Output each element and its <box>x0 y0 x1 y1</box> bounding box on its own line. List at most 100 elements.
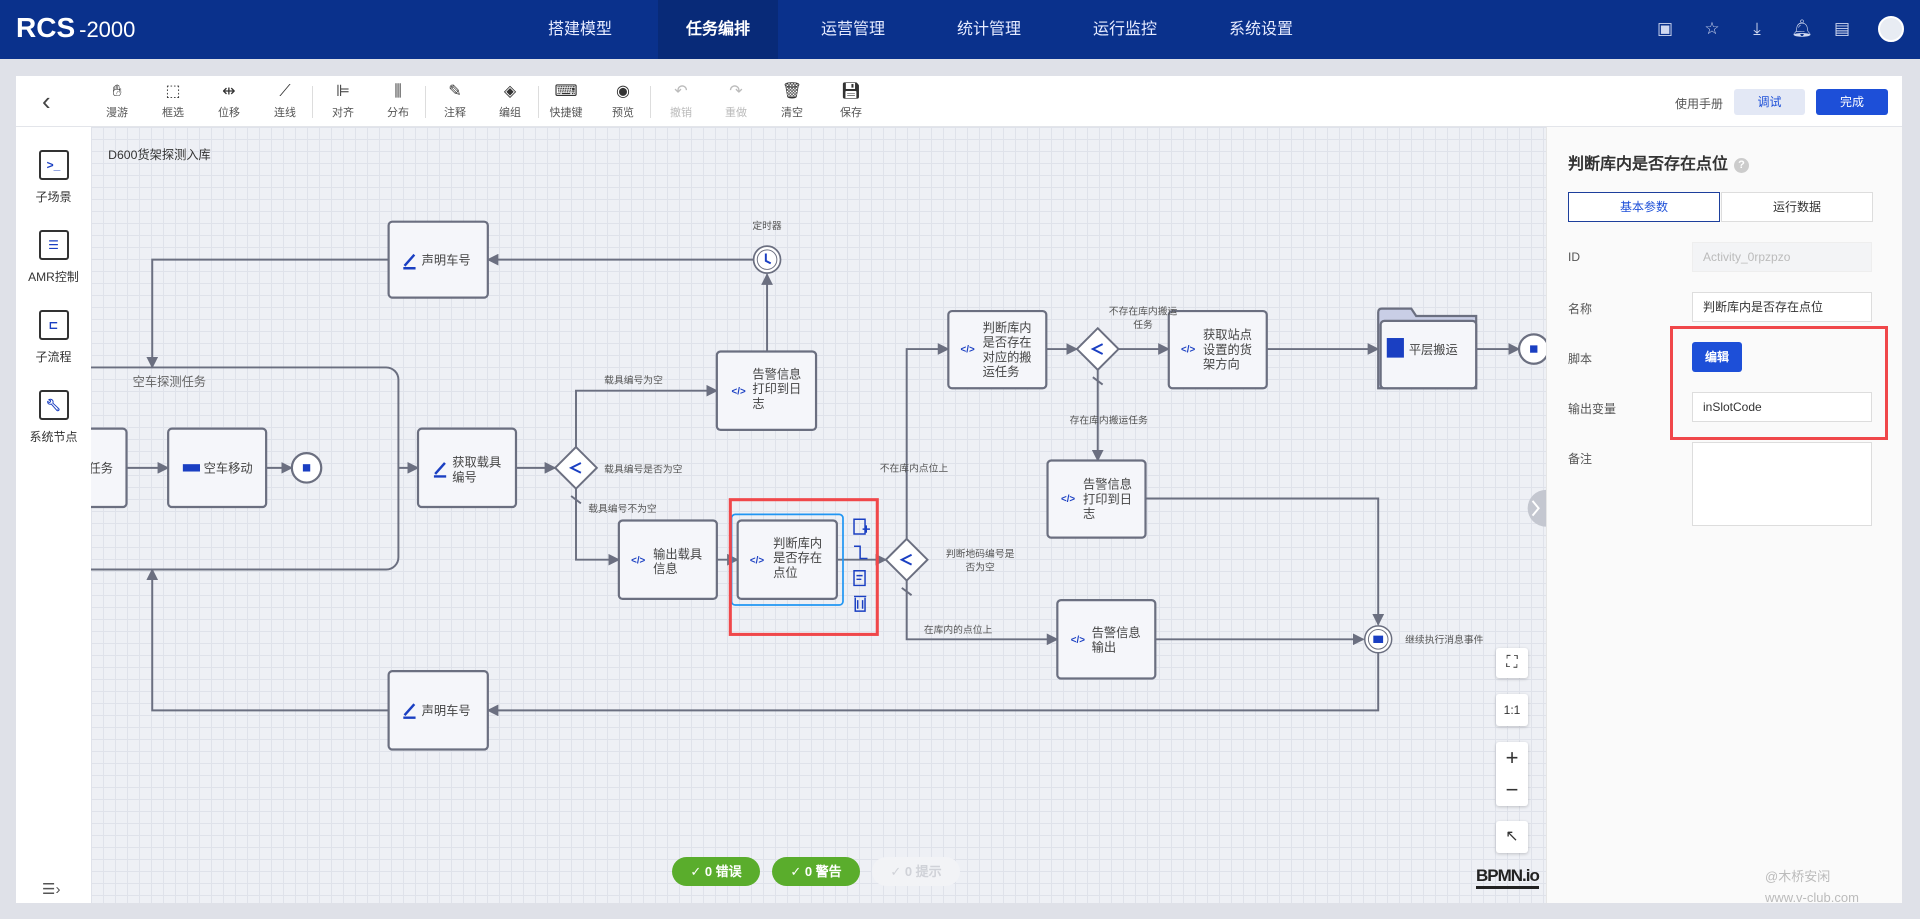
divider <box>538 86 539 118</box>
save-icon: 💾︎ <box>840 83 862 100</box>
shelf-icon <box>1386 338 1404 358</box>
name-field[interactable]: 判断库内是否存在点位 <box>1692 292 1872 322</box>
done-button[interactable]: 完成 <box>1816 89 1888 115</box>
task-output-carrier[interactable] <box>617 519 718 600</box>
svg-text:</>: </> <box>1071 635 1085 646</box>
task-get-direction[interactable] <box>1167 309 1268 390</box>
remark-textarea[interactable] <box>1692 442 1872 526</box>
timer-label: 定时器 <box>752 219 782 232</box>
panel-title: 判断库内是否存在点位? <box>1568 150 1750 174</box>
monitor-icon[interactable]: ▣ <box>1656 19 1674 38</box>
tool-move[interactable]: ⇹位移 <box>204 82 254 120</box>
nav-item-operations[interactable]: 运营管理 <box>820 21 885 38</box>
tool-preview[interactable]: ◉预览 <box>598 82 648 120</box>
task-check-transport[interactable] <box>947 309 1048 390</box>
tab-basic-params[interactable]: 基本参数 <box>1568 192 1720 222</box>
app-logo[interactable]: RCS-2000 <box>16 12 136 43</box>
node-label: 输出载具信息 <box>653 546 702 576</box>
tool-shortcuts[interactable]: ⌨︎快捷键 <box>541 82 591 120</box>
warnings-badge[interactable]: ✓ 0 警告 <box>772 857 860 886</box>
bell-icon[interactable]: 🔔︎ <box>1791 19 1813 38</box>
task-empty-move[interactable] <box>167 427 268 509</box>
errors-badge[interactable]: ✓ 0 错误 <box>672 857 760 886</box>
tab-runtime-data[interactable]: 运行数据 <box>1721 192 1873 222</box>
output-variable-field[interactable]: inSlotCode <box>1692 392 1872 422</box>
menu-toggle-icon[interactable]: ☰› <box>42 881 61 898</box>
remark-label: 备注 <box>1568 452 1593 466</box>
avatar[interactable] <box>1878 16 1904 42</box>
zoom-reset-button[interactable]: 1:1 <box>1496 694 1528 726</box>
svg-text:</>: </> <box>961 345 975 356</box>
tool-connect[interactable]: ⟋连线 <box>260 82 310 120</box>
task-check-slot-selected[interactable] <box>736 519 838 600</box>
zoom-out-button[interactable]: − <box>1505 777 1519 802</box>
palette-item-system-node[interactable]: 🔧︎系统节点 <box>16 390 91 445</box>
edit-script-button[interactable]: 编辑 <box>1692 342 1742 372</box>
node-label: 判断库内是否存在对应的搬运任务 <box>983 320 1032 379</box>
tool-undo[interactable]: ↶撤销 <box>656 82 706 120</box>
tool-distribute[interactable]: ⫼分布 <box>373 82 423 120</box>
tool-group[interactable]: ◈编组 <box>485 82 535 120</box>
divider <box>650 86 651 118</box>
delete-icon <box>854 595 867 612</box>
task-partial[interactable] <box>91 427 128 509</box>
nav-item-task-orchestration[interactable]: 任务编排 <box>658 0 778 59</box>
palette-item-subprocess[interactable]: ⊏子流程 <box>16 310 91 365</box>
debug-button[interactable]: 调试 <box>1734 89 1805 115</box>
zoom-in-button[interactable]: + <box>1505 745 1519 770</box>
svg-text:</>: </> <box>732 386 746 397</box>
tool-align[interactable]: ⊫对齐 <box>318 82 368 120</box>
gateway-ground-code[interactable] <box>884 537 929 582</box>
tool-redo[interactable]: ↷重做 <box>711 82 761 120</box>
reset-position-button[interactable]: ↖ <box>1496 821 1528 853</box>
task-alarm-log-1[interactable] <box>715 350 818 431</box>
nav-item-settings[interactable]: 系统设置 <box>1228 21 1293 38</box>
space-icon: ⇹ <box>222 83 236 100</box>
task-declare-vehicle-bottom[interactable] <box>387 670 489 751</box>
sequence-flows <box>126 253 1521 717</box>
fit-viewport-button[interactable]: ⛶ <box>1496 648 1528 678</box>
help-icon[interactable]: ? <box>1734 158 1750 173</box>
tool-save[interactable]: 💾︎保存 <box>826 82 876 120</box>
bpmn-io-logo[interactable]: BPMN.io <box>1476 866 1540 889</box>
script-label: 脚本 <box>1568 352 1593 366</box>
gateway-carrier-empty[interactable] <box>553 445 599 491</box>
tool-annotate[interactable]: ✎注释 <box>430 82 480 120</box>
subprocess-empty-probe[interactable] <box>91 366 400 571</box>
back-chevron-icon[interactable]: ‹ <box>42 86 51 116</box>
hand-icon: ✋︎ <box>112 83 122 100</box>
node-label: 声明车号 <box>422 703 471 718</box>
manual-link[interactable]: 使用手册 <box>1675 97 1724 111</box>
task-alarm-log-2[interactable] <box>1046 459 1147 539</box>
task-get-carrier[interactable] <box>416 427 518 509</box>
tool-lasso[interactable]: ⬚框选 <box>148 82 198 120</box>
subprocess-flat-move[interactable] <box>1379 319 1478 390</box>
node-label: 告警信息打印到日志 <box>1083 477 1132 521</box>
clipboard-icon[interactable]: ▤ <box>1833 19 1851 38</box>
star-icon[interactable]: ☆ <box>1704 19 1720 38</box>
node-label: 告警信息打印到日志 <box>752 366 801 410</box>
task-declare-vehicle-top[interactable] <box>387 220 489 299</box>
hints-badge[interactable]: ✓ 0 提示 <box>872 857 960 886</box>
node-label: 平层搬运 <box>1409 342 1458 357</box>
gateway-transport-task[interactable] <box>1075 326 1120 372</box>
nav-item-statistics[interactable]: 统计管理 <box>956 21 1021 38</box>
task-alarm-output[interactable] <box>1056 599 1157 680</box>
subprocess-folder-icon: ⊏ <box>38 310 69 340</box>
palette-item-subscene[interactable]: >_子场景 <box>16 150 91 205</box>
process-title: D600货架探测入库 <box>108 147 211 162</box>
node-label: 任务 <box>91 461 113 476</box>
nav-item-model[interactable]: 搭建模型 <box>547 21 612 38</box>
tool-clear[interactable]: 🗑︎清空 <box>767 82 817 120</box>
divider <box>425 86 426 118</box>
flow <box>1145 497 1385 626</box>
nav-item-monitoring[interactable]: 运行监控 <box>1092 21 1157 38</box>
tool-pan[interactable]: ✋︎漫游 <box>92 82 142 120</box>
redo-icon: ↷ <box>729 83 743 100</box>
undo-icon: ↶ <box>674 83 688 100</box>
panel-collapse-handle[interactable] <box>1527 489 1546 527</box>
palette-item-amr-control[interactable]: ☰AMR控制 <box>16 230 91 285</box>
name-label: 名称 <box>1568 302 1593 316</box>
download-icon[interactable]: ⤓ <box>1753 19 1761 38</box>
bpmn-canvas[interactable]: 空车探测任务 D600货架探测入库 定时器 </></></> </></></… <box>91 127 1546 903</box>
